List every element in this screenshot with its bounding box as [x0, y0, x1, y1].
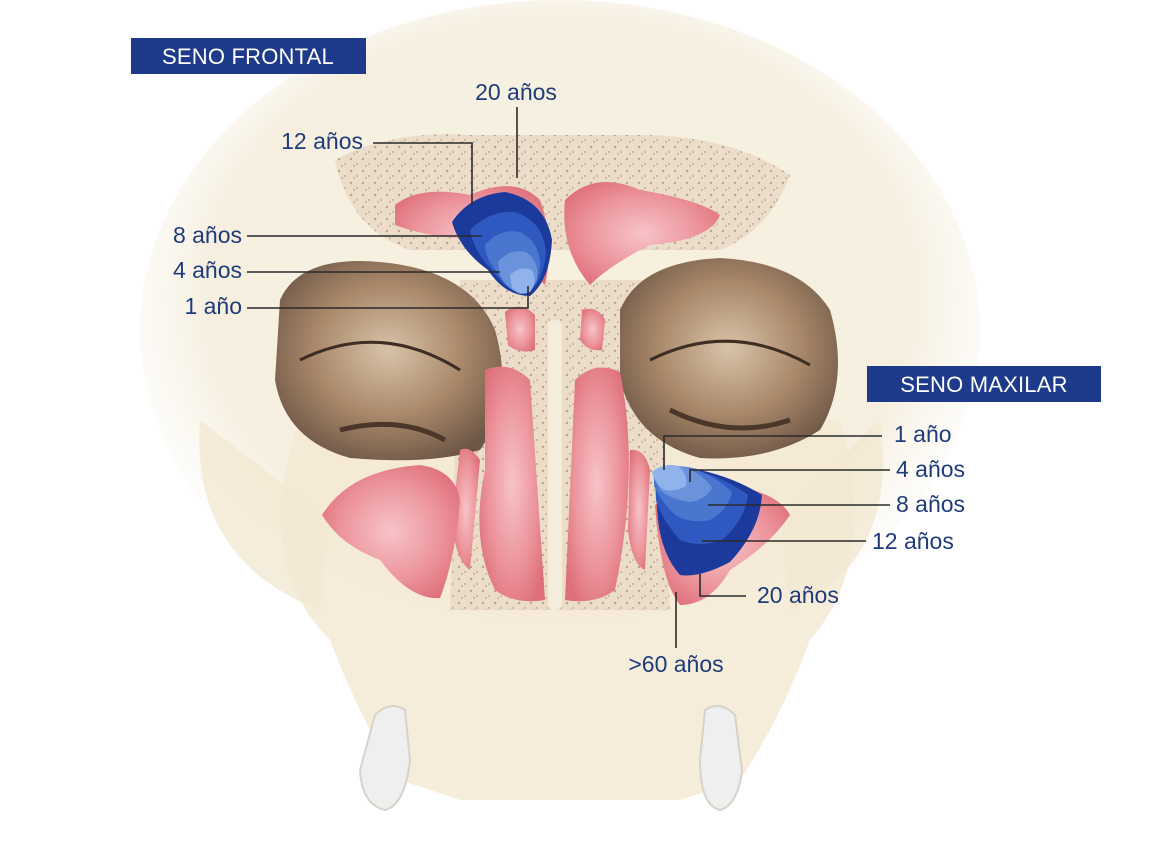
maxilar-label-4: 4 años [896, 456, 965, 482]
maxilar-title: SENO MAXILAR [900, 372, 1067, 397]
maxilar-label-8: 8 años [896, 491, 965, 517]
frontal-label-12: 12 años [281, 128, 363, 154]
frontal-label-20: 20 años [475, 79, 557, 105]
maxilar-label-20: 20 años [757, 582, 839, 608]
nasal-septum [548, 320, 562, 610]
frontal-label-4: 4 años [173, 257, 242, 283]
maxilar-label-60: >60 años [628, 651, 723, 677]
frontal-tag: SENO FRONTAL [131, 38, 366, 74]
maxilar-label-1: 1 año [894, 421, 952, 447]
maxilar-tag: SENO MAXILAR [867, 366, 1101, 402]
maxilar-label-12: 12 años [872, 528, 954, 554]
right-orbit [620, 258, 838, 458]
frontal-title: SENO FRONTAL [162, 44, 334, 69]
frontal-label-8: 8 años [173, 222, 242, 248]
frontal-bone-spongy [335, 134, 790, 250]
frontal-label-1: 1 año [184, 293, 242, 319]
